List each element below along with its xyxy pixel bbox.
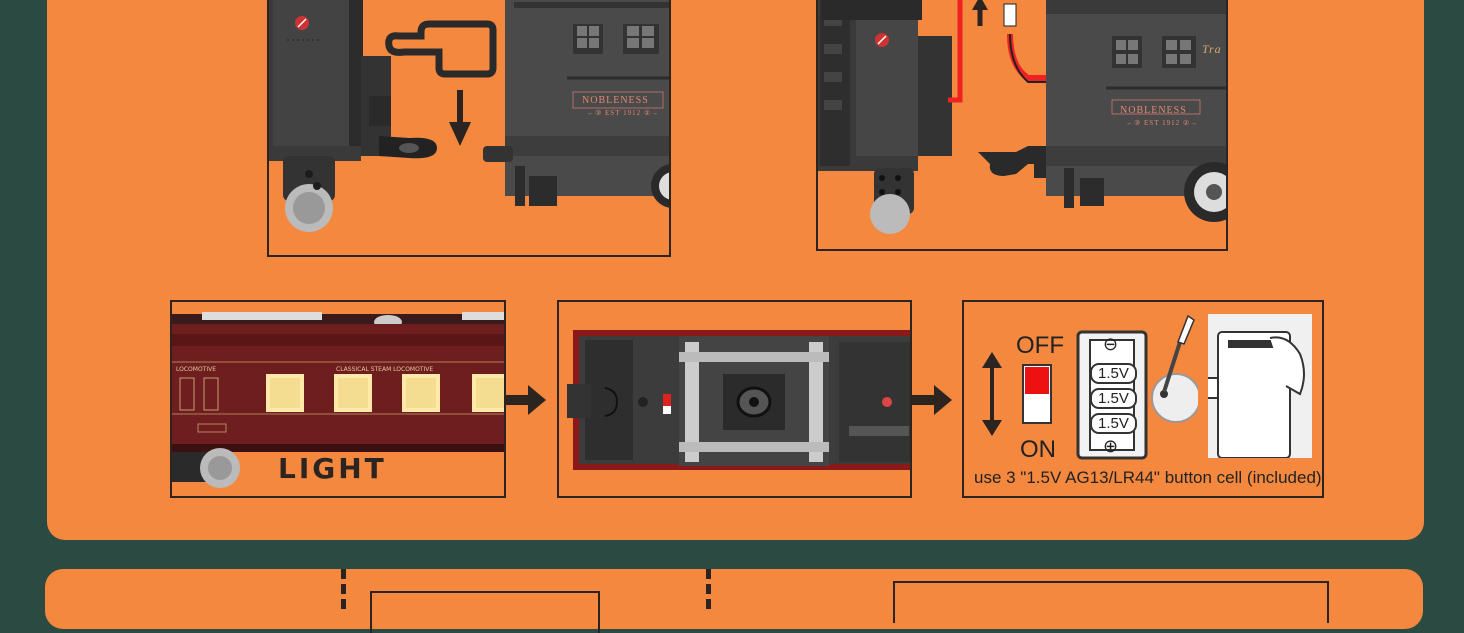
- battery-caption: use 3 "1.5V AG13/LR44" button cell (incl…: [974, 468, 1322, 487]
- next-instruction-panel: [45, 569, 1423, 633]
- switch-on-label: ON: [1020, 436, 1056, 463]
- battery-step-illustration: OFF ON ⊖ 1.5V 1.5V 1.5V ⊕ use 3 "1.5V AG…: [962, 300, 1324, 498]
- arrow-right-icon: [910, 385, 952, 415]
- brand-text: NOBLENESS: [1120, 105, 1187, 116]
- screwdriver-icon: [1151, 314, 1198, 423]
- car-label-center: CLASSICAL STEAM LOCOMOTIVE: [336, 366, 434, 373]
- battery-cell-2: 1.5V: [1090, 388, 1137, 409]
- battery-cover-icon: [1208, 314, 1312, 458]
- locomotive-tender-drawing: [269, 0, 669, 232]
- minus-icon: ⊖: [1103, 334, 1119, 354]
- plus-icon: ⊕: [1103, 436, 1119, 456]
- underside-step-illustration: [557, 300, 912, 498]
- step-frame: [893, 581, 1329, 623]
- battery-cell-1: 1.5V: [1090, 363, 1137, 384]
- dashed-divider: [706, 569, 711, 609]
- logo-text: Tra: [1202, 42, 1222, 56]
- coupled-locomotive-drawing: [818, 0, 1226, 234]
- passenger-car-drawing: [172, 312, 504, 488]
- car-underside-drawing: [567, 330, 910, 470]
- car-label-left: LOCOMOTIVE: [176, 366, 216, 373]
- est-text: ←③ EST 1912 ②→: [1126, 119, 1199, 127]
- brand-text: NOBLENESS: [582, 95, 649, 106]
- arrow-right-icon: [504, 385, 546, 415]
- battery-cell-3: 1.5V: [1090, 413, 1137, 434]
- light-step-illustration: LOCOMOTIVE CLASSICAL STEAM LOCOMOTIVE LI…: [170, 300, 506, 498]
- dashed-divider: [341, 569, 346, 609]
- light-label: LIGHT: [278, 452, 387, 485]
- coupling-step-illustration-right: NOBLENESS ←③ EST 1912 ②→ Tra: [816, 0, 1228, 251]
- up-down-arrow-icon: [982, 352, 1002, 436]
- step-frame: [370, 591, 600, 633]
- switch-off-label: OFF: [1016, 332, 1064, 359]
- switch-icon: [1022, 364, 1052, 424]
- coupling-step-illustration-left: NOBLENESS ←③ EST 1912 ②→: [267, 0, 671, 257]
- est-text: ←③ EST 1912 ②→: [587, 109, 660, 117]
